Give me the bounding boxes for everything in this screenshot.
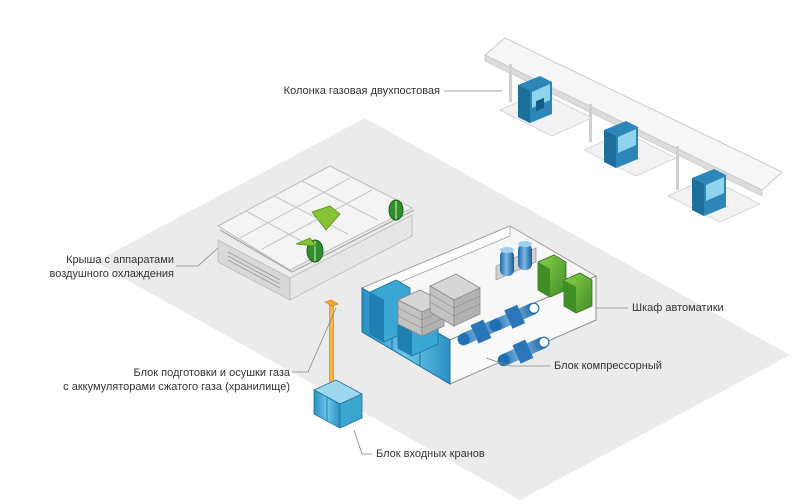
roof-base-wall	[289, 214, 413, 301]
roof-top	[216, 165, 414, 271]
label-inlet-valves: Блок входных кранов	[376, 448, 485, 460]
canopy-column	[676, 146, 679, 190]
label-gas-prep-line2: с аккумуляторами сжатого газа (хранилище…	[63, 381, 290, 393]
vent-mast	[329, 305, 334, 395]
gas-dispenser-unit	[604, 121, 638, 168]
automation-cabinet	[537, 254, 593, 314]
cooling-funnel	[295, 237, 317, 247]
canopy-column	[589, 104, 592, 142]
gas-dispenser-unit	[518, 76, 552, 123]
cooling-roof-group	[216, 165, 415, 301]
dryer-tanks	[495, 241, 537, 281]
compressor-container-group	[360, 225, 598, 385]
canopy-column	[509, 64, 512, 102]
gas-accumulator-stack	[429, 273, 481, 327]
label-gas-dispenser: Колонка газовая двухпостовая	[283, 85, 440, 97]
label-gas-prep-line1: Блок подготовки и осушки газа	[133, 367, 291, 379]
gas-dispenser-unit	[692, 169, 726, 216]
cooling-funnel	[311, 205, 341, 231]
gas-dispenser-group	[484, 37, 783, 223]
inlet-valve-box	[339, 393, 363, 429]
inlet-valve-group	[313, 299, 363, 429]
label-compressor-block: Блок компрессорный	[554, 360, 662, 372]
label-roof-cooling-line1: Крыша с аппаратами	[66, 254, 174, 266]
label-roof-cooling-line2: воздушного охлаждения	[49, 268, 175, 280]
label-automation-cabinet: Шкаф автоматики	[632, 302, 724, 314]
leader-lines	[176, 90, 628, 455]
compressor-units	[457, 302, 550, 367]
label-roof-cooling: Крыша с аппаратами воздушного охлаждения	[20, 253, 175, 281]
label-gas-prep: Блок подготовки и осушки газа с аккумуля…	[40, 366, 290, 394]
